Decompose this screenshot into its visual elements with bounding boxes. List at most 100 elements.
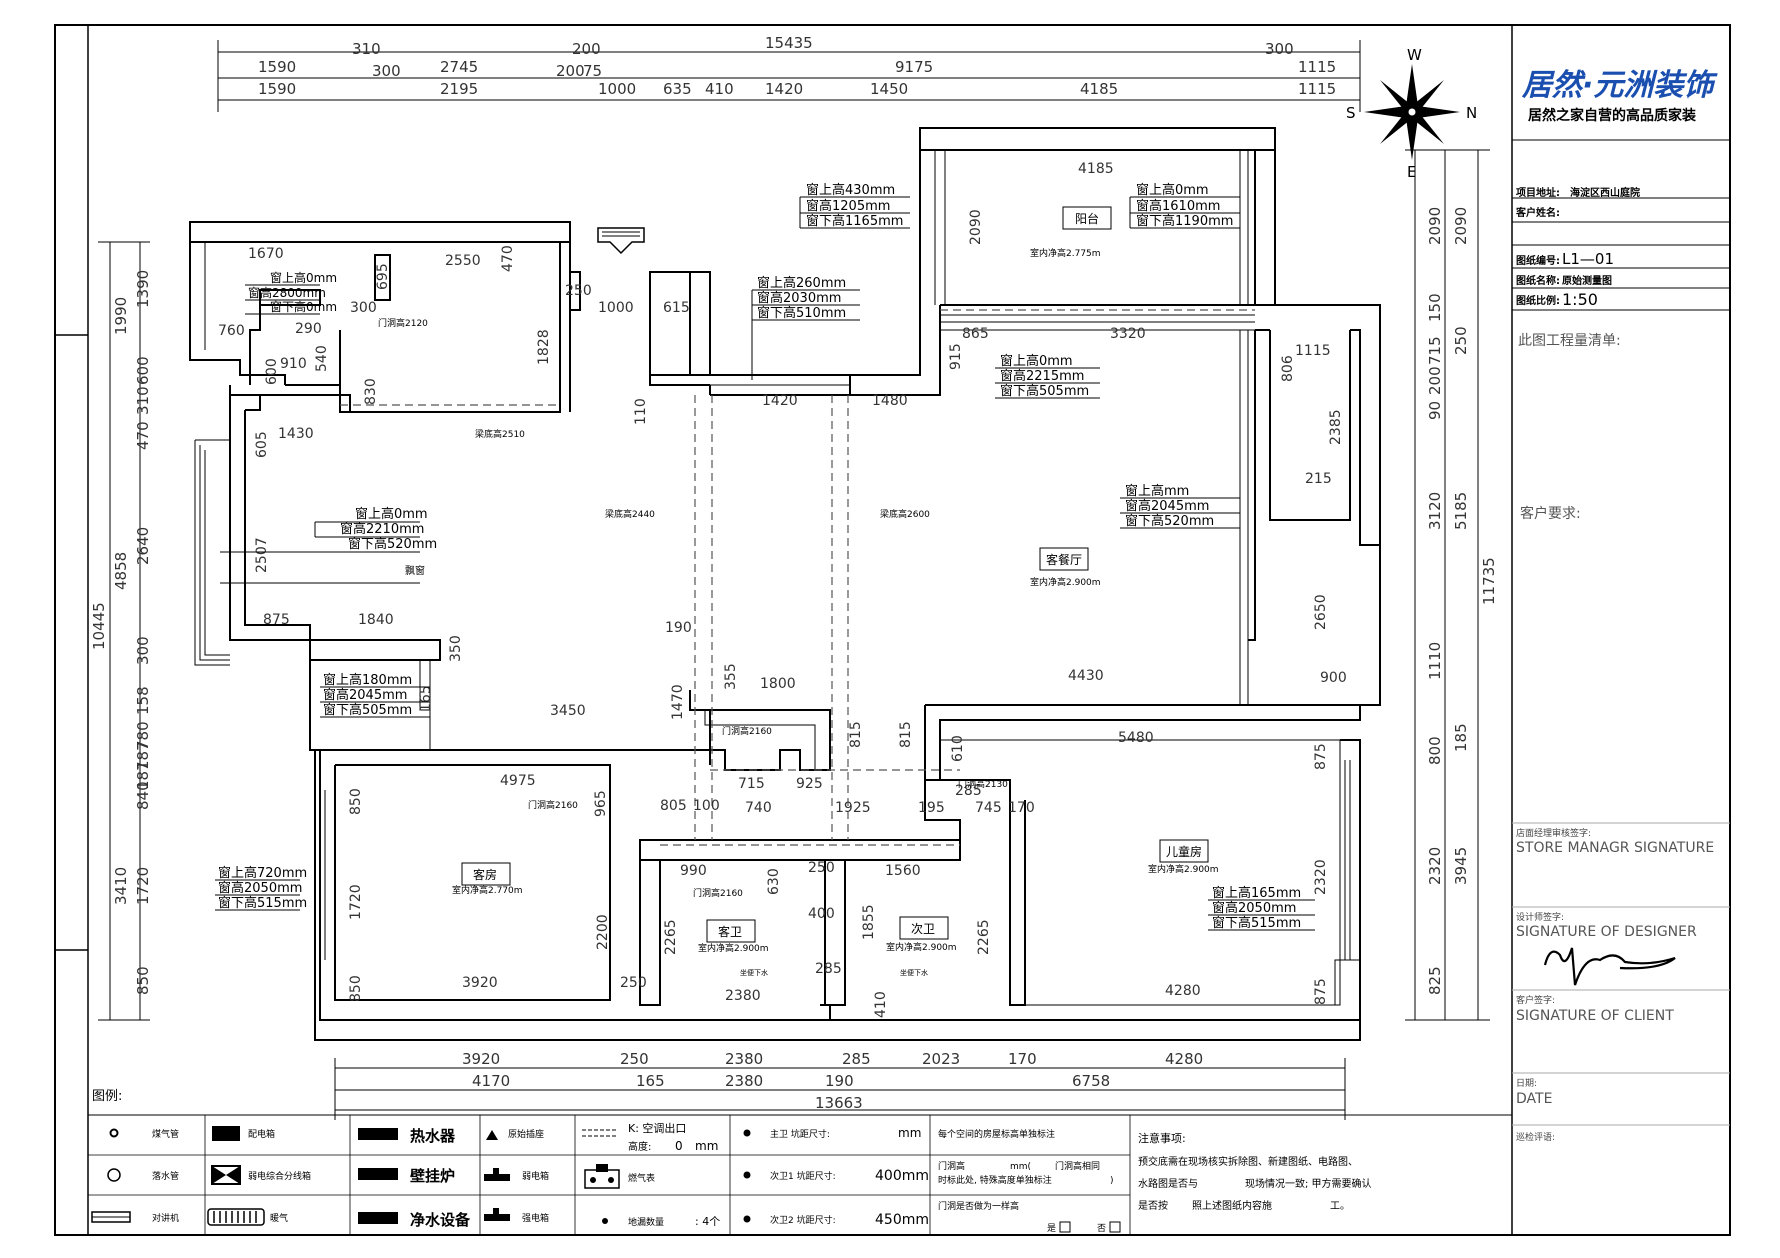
- height-living: 室内净高2.900m: [1030, 576, 1101, 588]
- svg-text:门洞高2160: 门洞高2160: [528, 799, 578, 811]
- svg-text:2320: 2320: [1313, 859, 1329, 895]
- svg-text:1560: 1560: [885, 863, 921, 879]
- svg-text:615: 615: [663, 300, 690, 316]
- svg-text:400mm: 400mm: [875, 1168, 929, 1184]
- window-annotations: 窗上高430mm 窗高1205mm 窗下高1165mm 窗上高0mm 窗高161…: [215, 182, 1315, 931]
- yes-checkbox[interactable]: [1059, 1221, 1071, 1233]
- svg-text:窗下高505mm: 窗下高505mm: [323, 702, 412, 718]
- brand-slogan: 居然之家自营的高品质家装: [1528, 107, 1697, 124]
- weak-box-icon: [211, 1165, 241, 1185]
- dim-right-b4: 11735: [1480, 557, 1498, 605]
- svg-text:原始插座: 原始插座: [508, 1128, 544, 1140]
- designer-cn: 设计师签字:: [1516, 911, 1564, 923]
- svg-text:窗上高0mm: 窗上高0mm: [1136, 182, 1209, 198]
- svg-text:梁底高2600: 梁底高2600: [880, 508, 930, 520]
- svg-text:梁底高2440: 梁底高2440: [605, 508, 655, 520]
- compass-s: S: [1346, 104, 1356, 122]
- dim-right-a5: 90: [1426, 401, 1444, 420]
- dim-bottom-5: 2023: [922, 1050, 960, 1068]
- dim-left-i9: 187: [134, 741, 152, 770]
- svg-text:355: 355: [723, 663, 739, 690]
- svg-text:窗下高505mm: 窗下高505mm: [1000, 383, 1089, 399]
- dim-right-a1: 2090: [1426, 207, 1444, 245]
- svg-text:门洞高相同: 门洞高相同: [1055, 1160, 1100, 1172]
- svg-text:窗高2210mm: 窗高2210mm: [340, 521, 424, 537]
- svg-text:窗上高720mm: 窗上高720mm: [218, 865, 307, 881]
- room-balcony: 阳台: [1075, 211, 1099, 226]
- dim-top2-1: 1590: [258, 80, 296, 98]
- svg-text:540: 540: [314, 345, 330, 372]
- svg-text:窗下高520mm: 窗下高520mm: [348, 536, 437, 552]
- dim-right-a6: 3120: [1426, 492, 1444, 530]
- svg-text:次卫1 坑距尺寸:: 次卫1 坑距尺寸:: [770, 1170, 836, 1182]
- door-beam-labels: 门洞高2120 门洞高2160 门洞高2160 门洞高2130 门洞高2160 …: [378, 317, 1008, 899]
- svg-text:1925: 1925: [835, 800, 871, 816]
- client-en: SIGNATURE OF CLIENT: [1516, 1008, 1674, 1024]
- svg-text:燃气表: 燃气表: [628, 1172, 655, 1184]
- strong-socket-icon: [484, 1208, 510, 1221]
- dim-left-2: 4858: [112, 552, 130, 590]
- room-labels: 阳台 室内净高2.775m 客餐厅 室内净高2.900m 客房 室内净高2.77…: [405, 206, 1219, 977]
- svg-text:915: 915: [948, 343, 964, 370]
- svg-text:2650: 2650: [1313, 594, 1329, 630]
- dim-top2-12: 1115: [1298, 80, 1336, 98]
- svg-text:1420: 1420: [762, 393, 798, 409]
- dim-bottom-7: 4280: [1165, 1050, 1203, 1068]
- svg-text:300: 300: [350, 300, 377, 316]
- dim-left-i3: 310: [134, 386, 152, 415]
- window-note-west-lower: 窗上高180mm 窗高2045mm 窗下高505mm: [320, 672, 430, 718]
- svg-text:2380: 2380: [725, 988, 761, 1004]
- svg-text:弱电箱: 弱电箱: [522, 1170, 549, 1182]
- svg-text:4185: 4185: [1078, 161, 1114, 177]
- drawing-no: L1—01: [1562, 250, 1614, 268]
- dim-left-i2: 600: [134, 356, 152, 385]
- ac-outlet-icon: [582, 1129, 618, 1137]
- svg-text:865: 865: [962, 326, 989, 342]
- svg-text:850: 850: [348, 975, 364, 1002]
- room-second-bath: 次卫: [911, 922, 935, 936]
- no-checkbox[interactable]: [1109, 1221, 1121, 1233]
- dim-bottom-6: 170: [1008, 1050, 1037, 1068]
- svg-text:170: 170: [1008, 800, 1035, 816]
- svg-text:470: 470: [500, 245, 516, 272]
- svg-text:1855: 1855: [861, 904, 877, 940]
- drain-pipe-icon: [107, 1168, 121, 1182]
- date-en: DATE: [1516, 1091, 1552, 1107]
- dim-left-i5: 2640: [134, 527, 152, 565]
- dim-left-i4: 470: [134, 421, 152, 450]
- svg-text:预交底需在现场核实拆除图、新建图纸、电路图、: 预交底需在现场核实拆除图、新建图纸、电路图、: [1138, 1155, 1358, 1168]
- svg-text:5480: 5480: [1118, 730, 1154, 746]
- window-note-north-mid: 窗上高260mm 窗高2030mm 窗下高510mm: [751, 275, 860, 380]
- dim-left-i7: 158: [134, 686, 152, 715]
- water-heater-icon: [358, 1128, 398, 1140]
- drawing-no-label: 图纸编号:: [1516, 254, 1560, 267]
- height-kids: 室内净高2.900m: [1148, 863, 1219, 875]
- svg-text:965: 965: [593, 790, 609, 817]
- dim-bottom-1: 3920: [462, 1050, 500, 1068]
- svg-text:是: 是: [1047, 1223, 1056, 1234]
- svg-text:时标此处, 特殊高度单独标注: 时标此处, 特殊高度单独标注: [938, 1174, 1052, 1186]
- heating-icon: [207, 1208, 265, 1226]
- svg-text:mm(: mm(: [1010, 1162, 1031, 1172]
- store-manager-en: STORE MANAGR SIGNATURE: [1516, 840, 1714, 856]
- original-socket-icon: [486, 1130, 498, 1140]
- legend-title: 图例:: [92, 1089, 122, 1104]
- svg-text:是否按: 是否按: [1138, 1199, 1168, 1212]
- svg-text:100: 100: [693, 798, 720, 814]
- svg-text:否: 否: [1097, 1223, 1106, 1234]
- window-note-guest: 窗上高720mm 窗高2050mm 窗下高515mm: [215, 865, 307, 911]
- dim-left-i13: 850: [134, 966, 152, 995]
- window-note-bay: 窗上高0mm 窗高2210mm 窗下高520mm: [220, 506, 437, 584]
- dimension-labels: 1590 310 2745 200 15435 9175 300 1115 15…: [90, 34, 1498, 1112]
- dim-top2-9: 1420: [765, 80, 803, 98]
- drawing-name-label: 图纸名称:: [1516, 274, 1560, 287]
- dim-left-1: 1990: [112, 297, 130, 335]
- svg-text:290: 290: [295, 321, 322, 337]
- svg-text:605: 605: [254, 431, 270, 458]
- svg-text:875: 875: [1313, 978, 1329, 1005]
- svg-text:3320: 3320: [1110, 326, 1146, 342]
- dim-top-7: 300: [1265, 40, 1294, 58]
- svg-text:窗上高180mm: 窗上高180mm: [323, 672, 412, 688]
- svg-text:1840: 1840: [358, 612, 394, 628]
- dim-left-i1: 1390: [134, 270, 152, 308]
